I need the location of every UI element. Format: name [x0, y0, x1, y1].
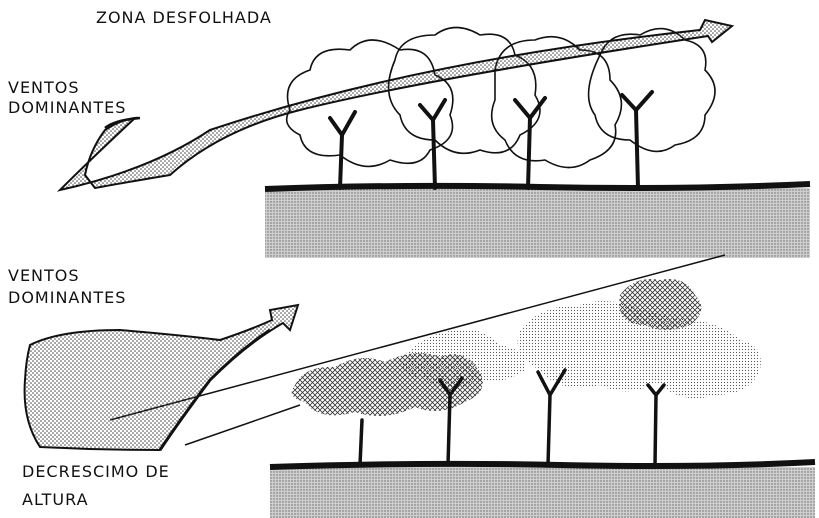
label-decrescimo: DECRESCIMO DE	[22, 462, 170, 481]
altitude-decrease-pointer	[184, 404, 301, 446]
top-canopies	[285, 26, 716, 169]
top-wind-arrow	[56, 18, 735, 192]
deflection-line	[109, 254, 726, 421]
top-panel	[56, 18, 811, 258]
label-zona-desfolhada: ZONA DESFOLHADA	[96, 8, 272, 27]
label-ventos-bottom: VENTOS	[8, 266, 80, 285]
label-dominantes-top: DOMINANTES	[8, 98, 127, 117]
top-ground-line	[264, 181, 811, 192]
bottom-soil	[270, 467, 815, 518]
bottom-canopies	[291, 279, 761, 416]
label-dominantes-bottom: DOMINANTES	[8, 288, 127, 307]
label-altura: ALTURA	[22, 490, 89, 509]
top-soil	[265, 188, 810, 258]
top-trunks	[328, 90, 654, 190]
bottom-ground-line	[269, 459, 816, 470]
label-ventos-top: VENTOS	[8, 78, 80, 97]
bottom-panel	[23, 254, 816, 518]
bottom-trunks	[358, 368, 666, 467]
bottom-wind-arrow	[23, 303, 300, 452]
